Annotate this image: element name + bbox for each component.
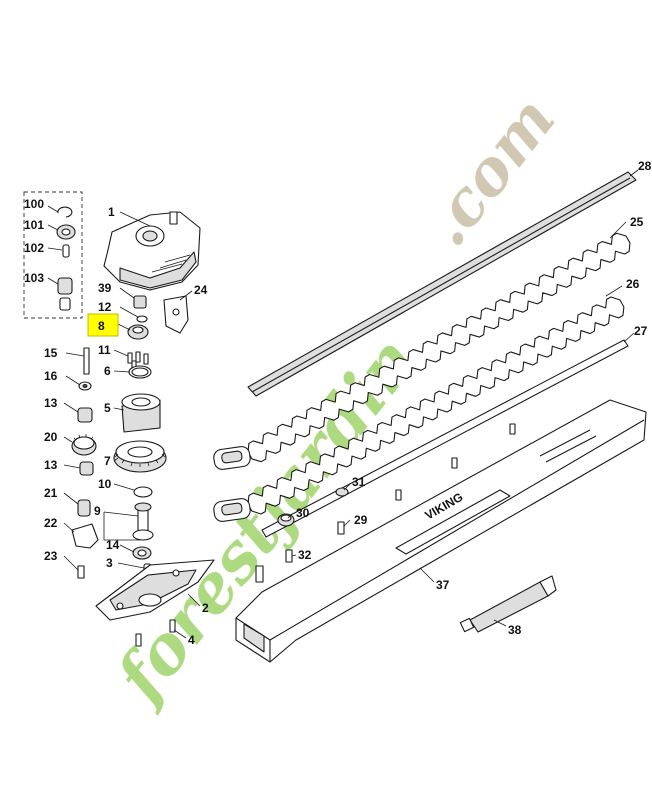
- part-13-bushing-upper[interactable]: [77, 407, 93, 423]
- part-23-screw[interactable]: [77, 565, 85, 579]
- part-5-eccentric[interactable]: [121, 393, 161, 433]
- label-38[interactable]: 38: [508, 623, 522, 637]
- label-5[interactable]: 5: [104, 401, 111, 415]
- label-13-upper[interactable]: 13: [44, 396, 58, 410]
- kit-dashed-box: [23, 191, 83, 319]
- part-21-sleeve[interactable]: [77, 499, 91, 517]
- label-24[interactable]: 24: [194, 283, 208, 297]
- label-9[interactable]: 9: [94, 504, 101, 518]
- label-23[interactable]: 23: [44, 549, 58, 563]
- part-102-pin[interactable]: [62, 244, 70, 258]
- label-100[interactable]: 100: [24, 197, 44, 211]
- part-39-bushing[interactable]: [133, 295, 147, 309]
- part-27-support-strip[interactable]: [261, 339, 629, 538]
- label-21[interactable]: 21: [44, 486, 58, 500]
- label-39[interactable]: 39: [98, 281, 112, 295]
- part-101-bearing[interactable]: [56, 224, 76, 240]
- label-10[interactable]: 10: [98, 477, 112, 491]
- watermark: forestjardin .com: [99, 83, 570, 718]
- watermark-text-dotcom: .com: [409, 83, 569, 259]
- part-24-bracket[interactable]: [163, 295, 189, 334]
- part-9-connecting-rod[interactable]: [132, 502, 154, 541]
- selected-part-highlight: [87, 313, 119, 337]
- part-31-nut[interactable]: [335, 487, 349, 497]
- part-7-crank-gear[interactable]: [113, 440, 167, 473]
- label-32[interactable]: 32: [298, 548, 312, 562]
- label-22[interactable]: 22: [44, 516, 58, 530]
- label-103[interactable]: 103: [24, 271, 44, 285]
- label-37[interactable]: 37: [436, 578, 450, 592]
- leader-lines: [47, 169, 639, 639]
- label-31[interactable]: 31: [352, 475, 366, 489]
- label-11[interactable]: 11: [98, 343, 111, 357]
- label-7[interactable]: 7: [104, 454, 111, 468]
- part-38-grease-tube[interactable]: [459, 575, 557, 633]
- part-25-cutter-blade-upper[interactable]: [213, 232, 631, 470]
- part-20-gear[interactable]: [71, 434, 97, 456]
- part-28-guide-bar[interactable]: [247, 171, 637, 397]
- part-12-washer[interactable]: [136, 315, 148, 323]
- part-1-gear-housing[interactable]: [103, 211, 201, 291]
- blade-screws[interactable]: [395, 423, 516, 501]
- label-101[interactable]: 101: [24, 218, 44, 232]
- label-16[interactable]: 16: [44, 369, 58, 383]
- label-15[interactable]: 15: [44, 346, 58, 360]
- label-27[interactable]: 27: [634, 324, 648, 338]
- part-100-circlip[interactable]: [57, 206, 73, 218]
- label-8[interactable]: 8: [98, 319, 105, 333]
- label-20[interactable]: 20: [44, 430, 58, 444]
- part-labels: 100 101 102 103 1 39 24 12 8 15 11 16 6 …: [24, 159, 652, 647]
- part-13-bushing-lower[interactable]: [79, 461, 94, 476]
- part-29-screw[interactable]: [337, 521, 345, 535]
- label-3[interactable]: 3: [106, 556, 113, 570]
- label-26[interactable]: 26: [626, 277, 640, 291]
- label-14[interactable]: 14: [106, 538, 120, 552]
- part-16-washer[interactable]: [78, 381, 92, 391]
- part-8-pinion[interactable]: [127, 324, 149, 340]
- label-28[interactable]: 28: [638, 159, 652, 173]
- label-13-lower[interactable]: 13: [44, 458, 58, 472]
- part-14-nut[interactable]: [132, 546, 152, 560]
- label-25[interactable]: 25: [630, 215, 644, 229]
- label-4[interactable]: 4: [188, 633, 195, 647]
- label-29[interactable]: 29: [354, 513, 368, 527]
- part-4-screws[interactable]: [135, 619, 176, 647]
- label-12[interactable]: 12: [98, 300, 112, 314]
- part-6-oring[interactable]: [128, 365, 152, 379]
- part-103-needle-bearing[interactable]: [57, 277, 73, 311]
- label-1[interactable]: 1: [108, 205, 115, 219]
- part-2-gearbox-cover[interactable]: [95, 559, 215, 621]
- part-22-clamp-plate[interactable]: [71, 523, 99, 549]
- part-30-spacer[interactable]: [277, 513, 295, 527]
- part-10-oring[interactable]: [133, 486, 153, 498]
- part-15-shaft-pin[interactable]: [83, 347, 90, 375]
- part-26-cutter-blade-lower[interactable]: [213, 296, 625, 522]
- label-2[interactable]: 2: [202, 601, 209, 615]
- label-30[interactable]: 30: [296, 506, 310, 520]
- label-102[interactable]: 102: [24, 241, 44, 255]
- label-6[interactable]: 6: [104, 364, 111, 378]
- part-37-blade-guard[interactable]: VIKING: [235, 399, 647, 663]
